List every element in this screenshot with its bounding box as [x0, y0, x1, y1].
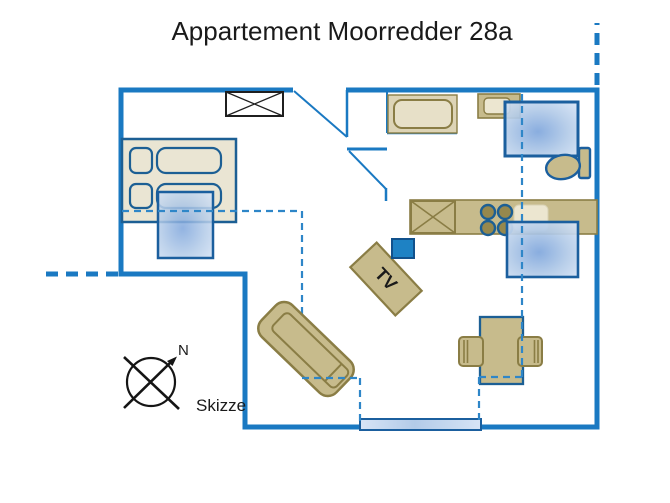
window-strip	[359, 418, 482, 431]
chair-backrest	[463, 340, 469, 363]
pillow	[128, 182, 154, 210]
chair-seat	[517, 336, 543, 367]
toilet	[544, 146, 592, 181]
page-title: Appartement Moorredder 28a	[171, 16, 513, 46]
north-arrow	[123, 362, 171, 409]
blue-stool	[391, 238, 415, 259]
bathroom	[387, 93, 592, 181]
burner	[479, 219, 497, 237]
pillow	[128, 146, 154, 175]
compass-rose: N	[123, 342, 189, 410]
north-label: N	[178, 342, 189, 359]
dining-set	[458, 315, 543, 386]
toilet-bowl	[544, 153, 582, 181]
shower	[503, 100, 580, 158]
bathroom-door-swing	[348, 150, 387, 190]
north-arrowhead	[167, 356, 177, 366]
tv-board	[348, 241, 424, 317]
duvet	[155, 146, 223, 175]
tv-unit: TV	[348, 241, 424, 317]
bathtub-basin	[393, 99, 453, 129]
burner	[479, 203, 497, 221]
cabinet-cross	[410, 200, 456, 234]
compass-circle	[125, 356, 177, 408]
entrance-door-swing	[293, 90, 348, 138]
sofa-seat	[271, 312, 350, 389]
wardrobe-icon	[225, 91, 284, 117]
room-divider-dashed-bottom	[302, 376, 362, 421]
room-divider-dashed-left	[122, 209, 304, 378]
dining-table	[478, 315, 525, 386]
sketch-label: Skizze	[196, 396, 246, 415]
fridge	[505, 220, 580, 279]
chair-backrest	[533, 340, 539, 363]
wardrobe-cross	[225, 91, 284, 117]
burner	[496, 203, 514, 221]
compass-cross-line	[123, 356, 180, 410]
chair-seat	[458, 336, 484, 367]
outer-walls	[118, 87, 600, 430]
chair-left	[458, 336, 484, 367]
room-divider-dashed-right	[477, 94, 524, 421]
bed-extension	[156, 190, 215, 260]
chair-right	[517, 336, 543, 367]
sofa	[257, 300, 355, 398]
